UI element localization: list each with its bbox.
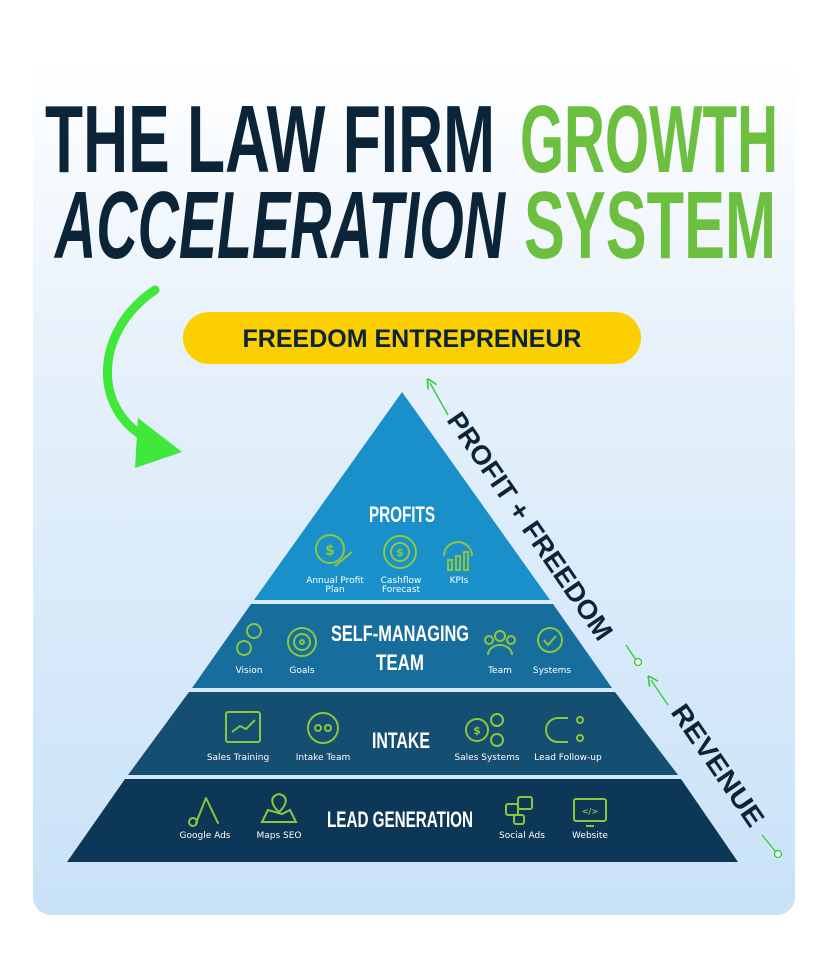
tier-title-self-managing: SELF-MANAGING bbox=[331, 621, 469, 646]
tier-title-team: TEAM bbox=[376, 650, 424, 675]
item-intake-team: Intake Team bbox=[296, 753, 350, 763]
tier-title-lead-generation: LEAD GENERATION bbox=[327, 807, 473, 832]
tier-self-managing-team bbox=[192, 604, 612, 688]
headline-line2-dark: ACCELERATION bbox=[54, 172, 506, 279]
social-ads-icon bbox=[505, 796, 533, 825]
tier-title-intake: INTAKE bbox=[372, 728, 430, 753]
team-people-icon bbox=[484, 630, 516, 656]
google-ads-icon bbox=[188, 797, 219, 827]
goals-target-icon bbox=[287, 627, 317, 657]
item-team: Team bbox=[487, 666, 512, 676]
item-maps-seo: Maps SEO bbox=[256, 831, 301, 841]
dollar-growth-icon: $ bbox=[315, 534, 353, 567]
item-cashflow-forecast-line2: Forecast bbox=[382, 585, 421, 595]
kpi-gauge-icon bbox=[443, 541, 473, 571]
item-vision: Vision bbox=[236, 666, 263, 676]
revenue-arrow bbox=[651, 680, 783, 859]
item-sales-training: Sales Training bbox=[207, 753, 269, 763]
headline-line1-dark: THE LAW FIRM bbox=[45, 86, 495, 193]
item-kpis: KPIs bbox=[450, 576, 469, 586]
intake-team-cycle-icon bbox=[307, 712, 339, 744]
badge-label: FREEDOM ENTREPRENEUR bbox=[243, 325, 582, 353]
item-lead-follow-up: Lead Follow-up bbox=[534, 753, 602, 763]
svg-text:$: $ bbox=[396, 546, 404, 559]
headline-line2-green: SYSTEM bbox=[524, 172, 776, 279]
lead-followup-magnet-icon bbox=[545, 716, 584, 743]
sales-systems-gears-icon: $ bbox=[465, 713, 504, 747]
item-goals: Goals bbox=[289, 666, 314, 676]
website-monitor-icon: </> bbox=[573, 798, 607, 827]
vision-lightbulb-icon bbox=[236, 623, 262, 656]
item-social-ads: Social Ads bbox=[499, 831, 545, 841]
item-website: Website bbox=[572, 831, 608, 841]
item-annual-profit-plan-line2: Plan bbox=[325, 585, 344, 595]
item-sales-systems: Sales Systems bbox=[454, 753, 519, 763]
headline-line1-green: GROWTH bbox=[520, 86, 778, 193]
tier-lead-generation bbox=[67, 779, 738, 862]
item-cashflow-forecast: Cashflow bbox=[381, 576, 422, 586]
headline: THE LAW FIRM GROWTH ACCELERATION SYSTEM bbox=[45, 86, 778, 279]
freedom-entrepreneur-badge: FREEDOM ENTREPRENEUR bbox=[183, 312, 641, 364]
tier-title-profits: PROFITS bbox=[369, 502, 435, 527]
item-annual-profit-plan: Annual Profit bbox=[306, 576, 364, 586]
tier-intake bbox=[128, 692, 678, 775]
item-systems: Systems bbox=[533, 666, 572, 676]
svg-text:$: $ bbox=[325, 543, 335, 559]
profit-freedom-arrow bbox=[430, 383, 643, 667]
item-google-ads: Google Ads bbox=[180, 831, 231, 841]
maps-seo-pin-icon bbox=[260, 792, 298, 823]
cashflow-cycle-icon: $ bbox=[383, 535, 417, 569]
tier-profits bbox=[254, 392, 550, 600]
svg-text:$: $ bbox=[473, 724, 481, 737]
systems-gear-check-icon bbox=[537, 627, 563, 653]
curved-arrow-icon bbox=[102, 285, 182, 468]
sales-training-chart-icon bbox=[225, 711, 261, 743]
svg-text:</>: </> bbox=[582, 807, 598, 816]
